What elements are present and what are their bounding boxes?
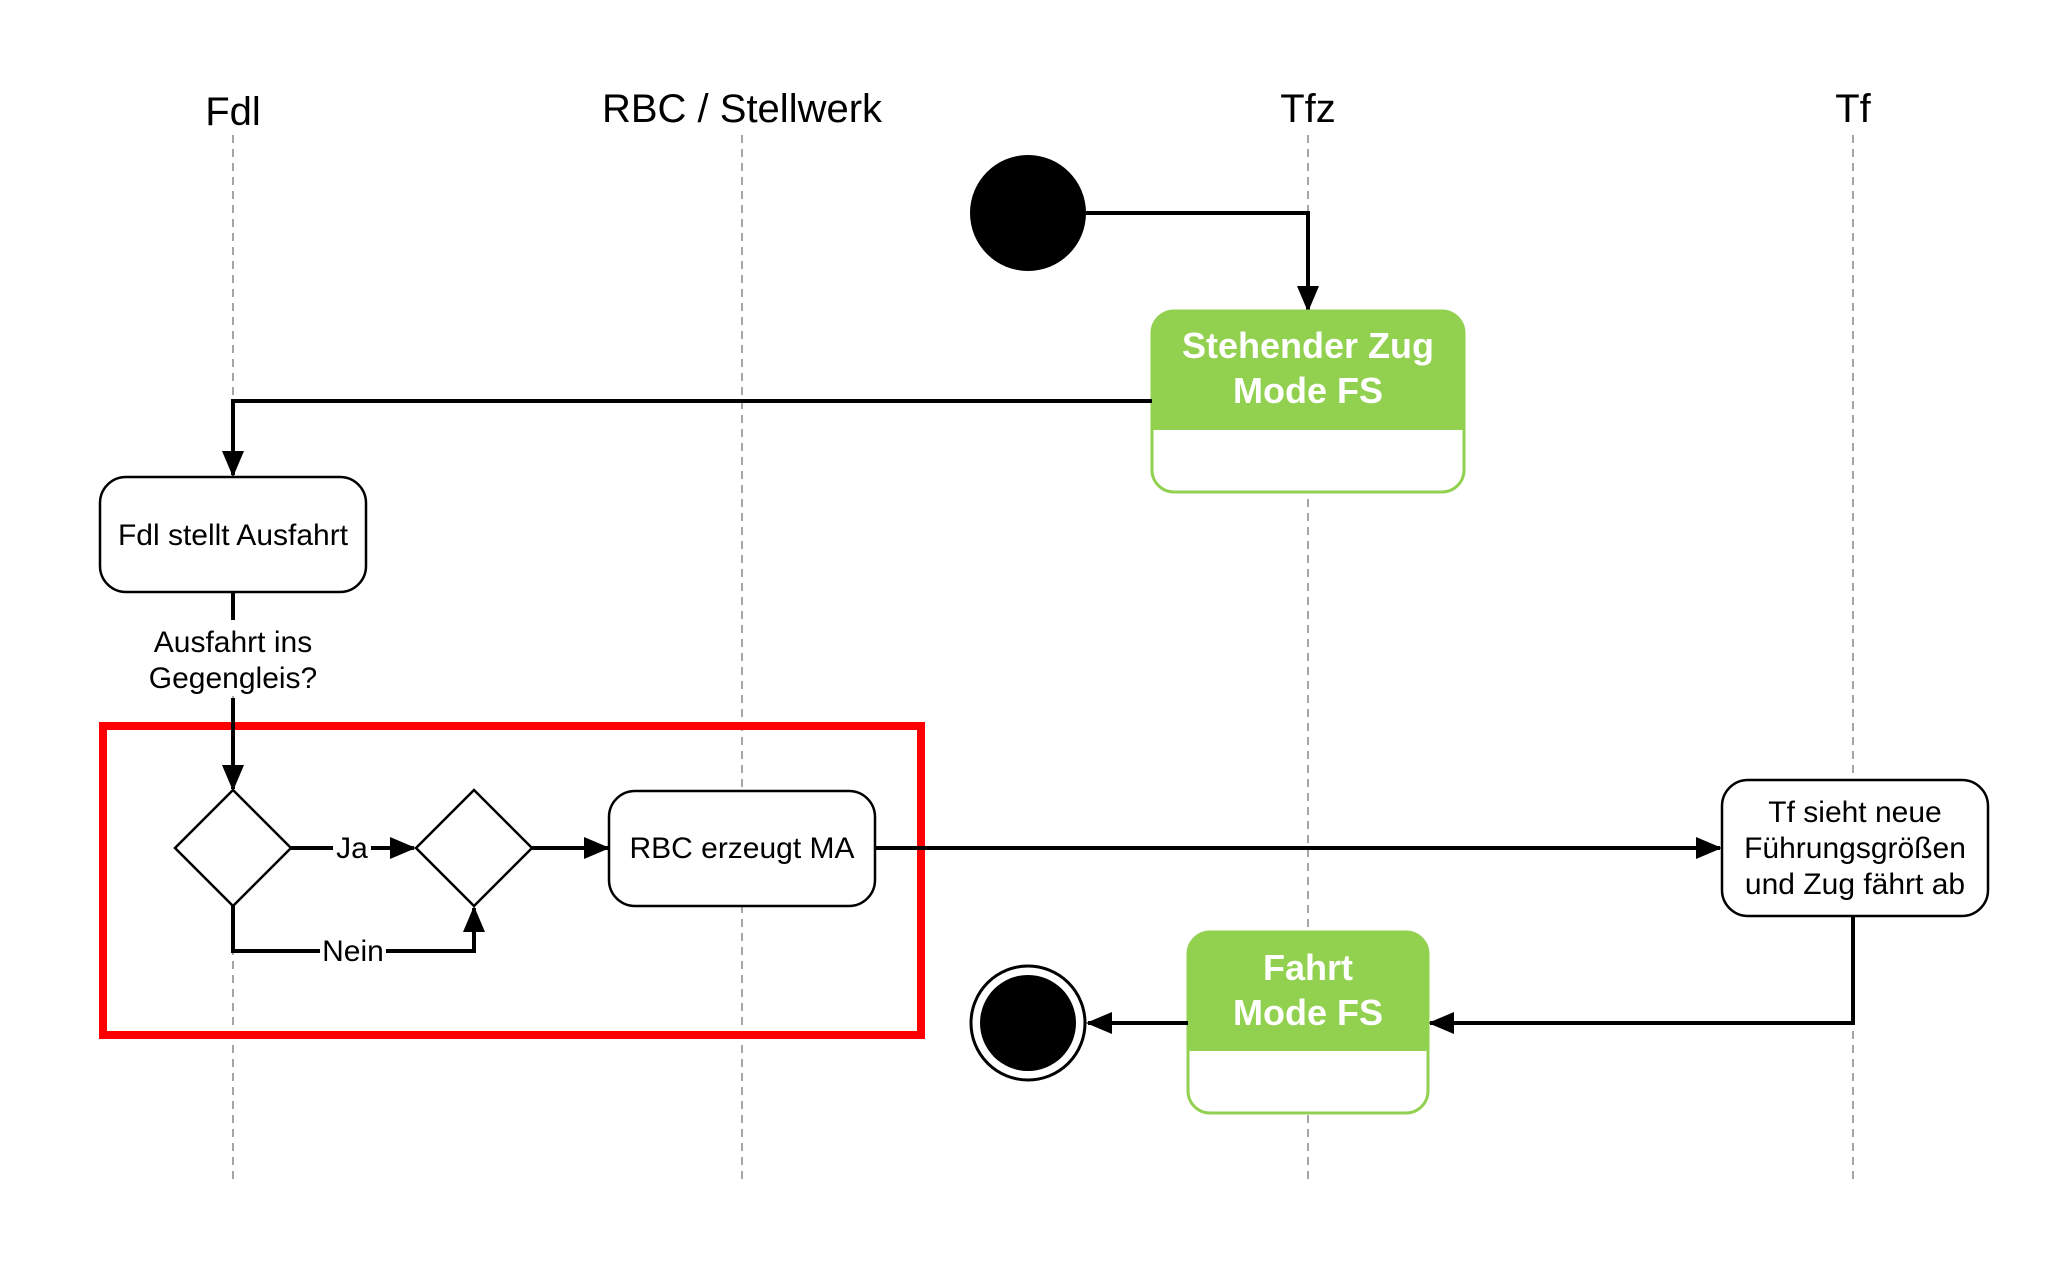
action-tf-sieht-line3: und Zug fährt ab	[1745, 868, 1965, 901]
state-fahrt-line2: Mode FS	[1233, 992, 1383, 1033]
state-stehender-zug-line1: Stehender Zug	[1182, 325, 1434, 366]
state-fahrt-line1: Fahrt	[1263, 947, 1353, 988]
edge-start-to-stehender-zug	[1086, 211, 1319, 312]
edge-question-line2: Gegengleis?	[149, 662, 317, 695]
action-rbc-erzeugt-ma-label: RBC erzeugt MA	[629, 832, 854, 865]
state-stehender-zug: Stehender Zug Mode FS	[1150, 309, 1466, 494]
edge-tf-to-fahrt	[1428, 916, 1855, 1034]
lane-title-tf: Tf	[1835, 87, 1871, 131]
action-tf-sieht-line2: Führungsgrößen	[1744, 832, 1966, 865]
highlight-frame	[99, 722, 925, 1039]
edge-question-line1: Ausfahrt ins	[154, 626, 312, 659]
lane-title-fdl: Fdl	[205, 90, 261, 134]
action-tf-sieht: Tf sieht neue Führungsgrößen und Zug fäh…	[1720, 778, 1990, 918]
decision-node-1	[173, 788, 293, 908]
state-fahrt: Fahrt Mode FS	[1186, 930, 1430, 1115]
lane-title-tfz: Tfz	[1280, 87, 1336, 131]
edge-label-nein: Nein	[322, 935, 384, 968]
nein-label-bg	[320, 933, 386, 969]
ja-label-bg	[333, 828, 371, 864]
decision-node-2	[414, 788, 534, 908]
edge-label-ja: Ja	[336, 832, 368, 865]
end-node	[969, 964, 1087, 1082]
start-node	[970, 155, 1086, 271]
state-stehender-zug-line2: Mode FS	[1233, 370, 1383, 411]
action-rbc-erzeugt-ma: RBC erzeugt MA	[607, 789, 877, 908]
action-fdl-stellt-ausfahrt-label: Fdl stellt Ausfahrt	[118, 519, 349, 552]
question-label-bg	[140, 620, 326, 696]
edge-stehender-zug-to-fdl	[222, 399, 1152, 477]
action-tf-sieht-line1: Tf sieht neue	[1768, 796, 1941, 829]
lane-title-rbc: RBC / Stellwerk	[602, 87, 883, 131]
action-fdl-stellt-ausfahrt: Fdl stellt Ausfahrt	[98, 475, 368, 594]
